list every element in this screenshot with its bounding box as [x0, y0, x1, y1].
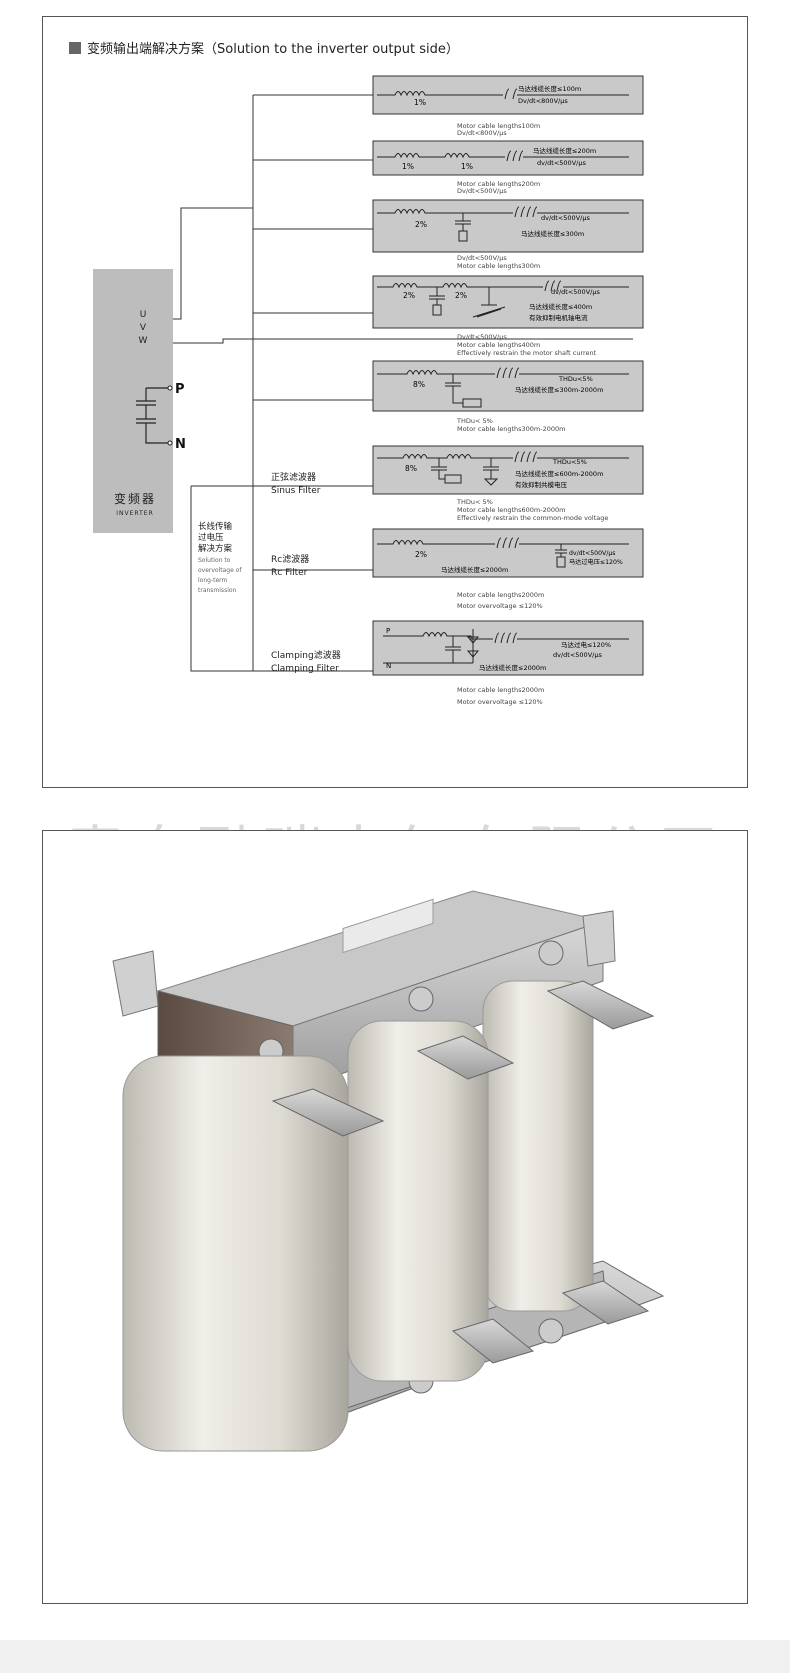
choke-percent: 8%	[413, 380, 425, 389]
rc-filter-label-en: Rc Filter	[271, 568, 308, 578]
diagram-panel: 变频输出端解决方案（Solution to the inverter outpu…	[42, 16, 748, 788]
box-text: 有效抑制电机轴电流	[529, 313, 588, 322]
caption: Effectively restrain the common-mode vol…	[457, 514, 608, 522]
box-text: 马达线缆长度≤300m-2000m	[515, 385, 603, 394]
caption: Motor cable lengths200m	[457, 180, 540, 188]
caption: Motor cable lengths300m-2000m	[457, 425, 565, 433]
caption: Effectively restrain the motor shaft cur…	[457, 349, 597, 357]
choke-percent: 1%	[461, 162, 473, 171]
longline-en-3: long-term	[198, 577, 228, 584]
choke-percent: 8%	[405, 464, 417, 473]
caption: Dv/dt<800V/μs	[457, 129, 507, 137]
box-text: dv/dt<500V/μs	[553, 651, 602, 659]
inverter-p-terminal: P	[175, 382, 185, 397]
caption: Dv/dt<500V/μs	[457, 187, 507, 195]
product-photo-panel	[42, 830, 748, 1604]
filter-box-5: 8% THDu<5% 马达线缆长度≤300m-2000m	[372, 360, 644, 412]
filter-box-1: 1% 马达线缆长度≤100m Dv/dt<800V/μs	[372, 75, 644, 115]
p-terminal: P	[386, 627, 390, 635]
inverter-wiring	[173, 94, 633, 672]
box-text: 马达线缆长度≤2000m	[441, 565, 508, 574]
filter-box-6: 8% THDu<5% 马达线缆长度≤600m-2000m 有效抑制共模电压	[372, 445, 644, 495]
n-terminal: N	[386, 662, 391, 670]
coil-left	[122, 1055, 349, 1452]
choke-percent: 2%	[403, 291, 415, 300]
longline-en-1: Solution to	[198, 557, 231, 564]
caption: Motor cable lengths600m-2000m	[457, 506, 565, 514]
reactor-photo	[112, 890, 665, 1452]
caption: Motor cable lengths2000m	[457, 591, 544, 599]
sinus-filter-label-en: Sinus Filter	[271, 486, 321, 496]
box-text: THDu<5%	[558, 375, 593, 383]
box-text: 有效抑制共模电压	[515, 480, 568, 489]
longline-cn-2: 过电压	[198, 532, 224, 543]
box-text: 马达过电≤120%	[561, 640, 611, 649]
dc-bus-capacitors	[136, 387, 168, 444]
caption: THDu< 5%	[456, 417, 493, 425]
box-text: dv/dt<500V/μs	[541, 214, 590, 222]
clamping-filter-label-cn: Clamping滤波器	[271, 649, 341, 661]
longline-en-2: overvoltage of	[198, 567, 242, 574]
box-text: dv/dt<500V/μs	[551, 288, 600, 296]
caption: Motor overvoltage ≤120%	[457, 602, 543, 610]
sinus-filter-label-cn: 正弦滤波器	[271, 471, 316, 483]
inverter-block	[93, 269, 173, 533]
rc-filter-label-cn: Rc滤波器	[271, 553, 309, 565]
clamping-filter-label-en: Clamping Filter	[271, 664, 339, 674]
caption: Motor cable lengths300m	[457, 262, 540, 270]
footer-band	[0, 1640, 790, 1673]
longline-cn-3: 解决方案	[198, 543, 233, 554]
filter-box-4: 2% 2% dv/dt<500V/μs 马达线缆长度≤400m 有效抑制电机轴电…	[372, 275, 644, 329]
inverter-u: U	[140, 310, 147, 320]
caption: Motor cable lengths400m	[457, 341, 540, 349]
coil-right	[482, 980, 594, 1312]
box-text: dv/dt<500V/μs	[569, 550, 616, 557]
box-text: 马达线缆长度≤200m	[533, 146, 596, 155]
caption: Dv/dt<500V/μs	[457, 254, 507, 262]
box-text: 马达线缆长度≤600m-2000m	[515, 469, 603, 478]
box-text: dv/dt<500V/μs	[537, 159, 586, 167]
box-text: 马达线缆长度≤100m	[518, 84, 581, 93]
inverter-n-terminal: N	[175, 437, 186, 452]
box-text: THDu<5%	[552, 458, 587, 466]
inverter-v: V	[140, 323, 147, 333]
choke-percent: 1%	[414, 98, 426, 107]
longline-solution-label: 长线传输 过电压 解决方案 Solution to overvoltage of…	[198, 521, 242, 594]
longline-en-4: transmission	[198, 587, 237, 594]
title-square-icon	[69, 42, 81, 54]
caption: Motor overvoltage ≤120%	[457, 698, 543, 706]
choke-percent: 1%	[402, 162, 414, 171]
choke-percent: 2%	[455, 291, 467, 300]
filter-box-8: P N 马达过电≤120% dv/dt<500V/μs 马达线缆长度≤2000m	[372, 620, 644, 676]
choke-percent: 2%	[415, 550, 427, 559]
page-title: 变频输出端解决方案（Solution to the inverter outpu…	[87, 41, 459, 57]
filter-box-3: 2% dv/dt<500V/μs 马达线缆长度≤300m	[372, 199, 644, 253]
filter-box-7: 2% 马达线缆长度≤2000m dv/dt<500V/μs 马达过电压≤120%	[372, 528, 644, 578]
box-text: 马达过电压≤120%	[569, 558, 623, 566]
solution-diagram: 变频输出端解决方案（Solution to the inverter outpu…	[69, 41, 644, 706]
caption: Motor cable lengths2000m	[457, 686, 544, 694]
box-text: 马达线缆长度≤2000m	[479, 663, 546, 672]
choke-percent: 2%	[415, 220, 427, 229]
caption: Motor cable lengths100m	[457, 122, 540, 130]
inverter-w: W	[139, 336, 148, 346]
box-text: Dv/dt<800V/μs	[518, 97, 568, 105]
caption: Dv/dt<500V/μs	[457, 333, 507, 341]
caption: THDu< 5%	[456, 498, 493, 506]
longline-cn-1: 长线传输	[198, 521, 233, 532]
inverter-label-en: INVERTER	[116, 510, 154, 517]
coil-terminals	[271, 980, 655, 1364]
box-text: 马达线缆长度≤300m	[521, 229, 584, 238]
inverter-label-cn: 变频器	[114, 491, 156, 506]
filter-box-2: 1% 1% 马达线缆长度≤200m dv/dt<500V/μs	[372, 140, 644, 176]
box-text: 马达线缆长度≤400m	[529, 302, 592, 311]
